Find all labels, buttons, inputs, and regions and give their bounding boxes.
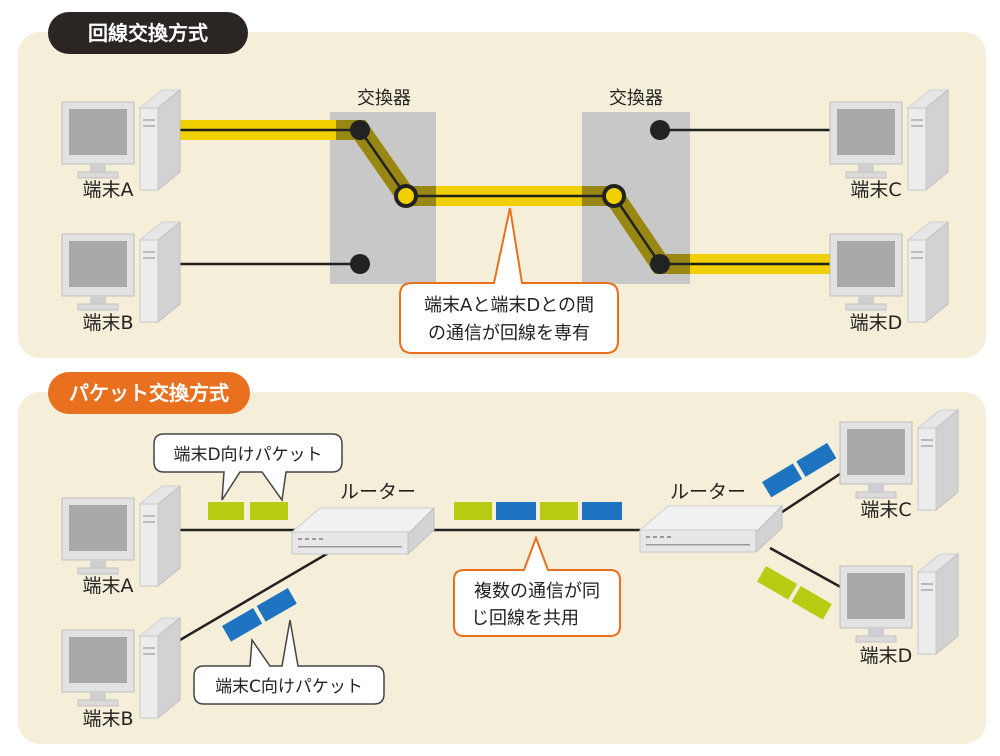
router-right-label: ルーター: [670, 481, 746, 503]
switch-left-node-a: [350, 120, 370, 140]
circuit-terminal-a-label: 端末A: [83, 179, 134, 201]
circuit-title-badge: [48, 12, 248, 54]
router-left: [291, 507, 435, 555]
packets-to-d: [757, 566, 832, 620]
packet-terminal-b-label: 端末B: [82, 708, 133, 730]
switch-right-node-c: [650, 120, 670, 140]
packet-terminal-d-label: 端末D: [860, 645, 913, 667]
packet-d-2: [250, 502, 288, 520]
packet-terminal-a-label: 端末A: [83, 575, 134, 597]
callout-shared-line1: 複数の通信が同: [474, 581, 600, 602]
packets-c-bound: [222, 588, 297, 642]
circuit-terminal-d-label: 端末D: [850, 312, 903, 334]
packet-terminal-c-label: 端末C: [860, 499, 911, 521]
circuit-wire-a-d: [180, 128, 836, 266]
callout-shared-line: [453, 535, 621, 637]
callout-c-packets: [193, 619, 385, 705]
callout-d-packets: [153, 433, 343, 502]
packet-d-1: [208, 502, 244, 520]
circuit-callout: [399, 207, 619, 354]
switch-right-label: 交換器: [609, 88, 663, 109]
callout-c-packets-text: 端末C向けパケット: [215, 677, 363, 697]
trunk-packet-4: [582, 502, 622, 520]
switch-right-node-trunk: [602, 184, 626, 208]
packet-title-badge: [48, 372, 250, 414]
switch-left-label: 交換器: [357, 88, 411, 109]
trunk-packet-2: [496, 502, 536, 520]
switch-left-node-b: [350, 254, 370, 274]
router-left-label: ルーター: [340, 481, 416, 503]
callout-d-packets-text: 端末D向けパケット: [173, 445, 322, 465]
circuit-callout-line1: 端末Aと端末Dとの間: [424, 295, 594, 316]
packet-wire-c: [769, 468, 847, 522]
router-right: [639, 505, 783, 553]
packet-wire-b: [179, 550, 331, 642]
circuit-terminal-b-label: 端末B: [82, 312, 133, 334]
packets-to-c: [762, 442, 837, 498]
packet-title: パケット交換方式: [69, 381, 229, 405]
packet-wire-d: [769, 546, 847, 592]
trunk-packet-1: [454, 502, 492, 520]
switch-left-node-trunk: [394, 184, 418, 208]
switch-right-node-d: [650, 254, 670, 274]
trunk-packet-3: [540, 502, 578, 520]
callout-shared-line2: じ回線を共用: [471, 608, 579, 629]
circuit-title: 回線交換方式: [88, 21, 208, 45]
circuit-terminal-c-label: 端末C: [850, 179, 901, 201]
circuit-callout-line2: の通信が回線を専有: [428, 323, 590, 344]
